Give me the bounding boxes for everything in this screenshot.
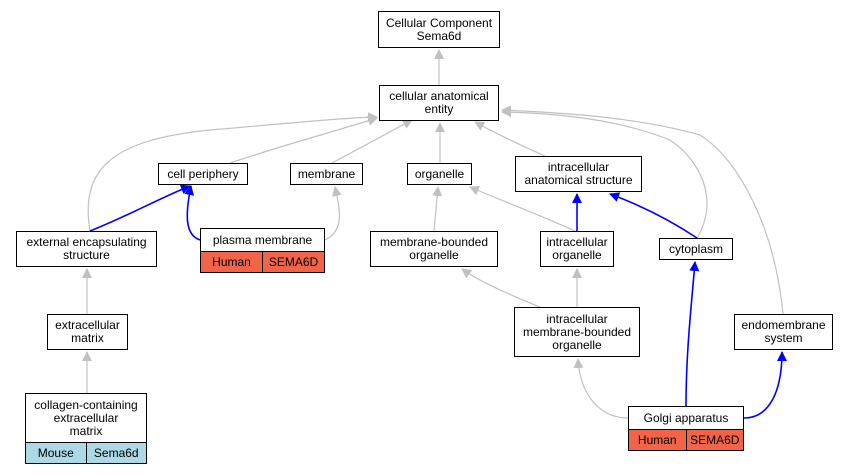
edge-cytoplasm-to-cae (501, 107, 708, 239)
edge-cytoplasm-to-ias (609, 192, 698, 239)
edge-plasmamembrane-to-cellperiphery (184, 185, 201, 241)
edge-ees-to-cae (87, 112, 378, 232)
gene-cell: SEMA6D (262, 252, 324, 272)
gene-cell: Sema6d (85, 443, 146, 463)
node-intracellular-membrane-bounded-organelle[interactable]: intracellular membrane-bounded organelle (514, 307, 640, 357)
edge-golgi-to-cytoplasm (685, 261, 700, 407)
node-cellular-anatomical-entity[interactable]: cellular anatomical entity (379, 85, 499, 121)
node-golgi-apparatus[interactable]: Golgi apparatus Human SEMA6D (628, 406, 744, 451)
node-collagen-containing-extracellular-matrix[interactable]: collagen-containing extracellular matrix… (25, 393, 147, 464)
node-cytoplasm[interactable]: cytoplasm (659, 238, 733, 260)
node-external-encapsulating-structure[interactable]: external encapsulating structure (16, 231, 157, 267)
edge-cellperiphery-to-cae (229, 116, 378, 164)
node-plasma-membrane[interactable]: plasma membrane Human SEMA6D (200, 228, 325, 273)
node-endomembrane-system[interactable]: endomembrane system (734, 314, 833, 350)
species-cell: Human (629, 430, 686, 450)
edge-imbo-to-mbo (461, 268, 541, 308)
node-label: plasma membrane (201, 229, 324, 251)
species-cell: Human (201, 252, 262, 272)
edge-membrane-to-cae (331, 119, 413, 164)
edge-mbo-to-organelle (432, 186, 443, 232)
node-organelle[interactable]: organelle (407, 163, 472, 185)
node-intracellular-organelle[interactable]: intracellular organelle (540, 231, 614, 267)
node-label: Golgi apparatus (629, 407, 743, 429)
edge-golgi-to-endomembrane (743, 351, 787, 419)
edge-ees-to-cellperiphery (89, 184, 191, 232)
edge-io-to-organelle (469, 185, 576, 232)
node-membrane-bounded-organelle[interactable]: membrane-bounded organelle (370, 231, 498, 267)
node-intracellular-anatomical-structure[interactable]: intracellular anatomical structure (515, 156, 642, 192)
edge-ias-to-cae (474, 121, 546, 157)
gene-cell: SEMA6D (685, 430, 743, 450)
node-label: collagen-containing extracellular matrix (26, 394, 146, 442)
species-cell: Mouse (26, 443, 86, 463)
node-membrane[interactable]: membrane (290, 163, 363, 185)
node-extracellular-matrix[interactable]: extracellular matrix (47, 314, 128, 350)
node-cell-periphery[interactable]: cell periphery (158, 163, 248, 185)
edge-golgi-to-imbo (573, 358, 629, 419)
node-cellular-component[interactable]: Cellular Component Sema6d (378, 11, 500, 48)
edge-endomembrane-to-cae (501, 105, 784, 315)
edge-plasmamembrane-to-membrane (324, 186, 342, 241)
